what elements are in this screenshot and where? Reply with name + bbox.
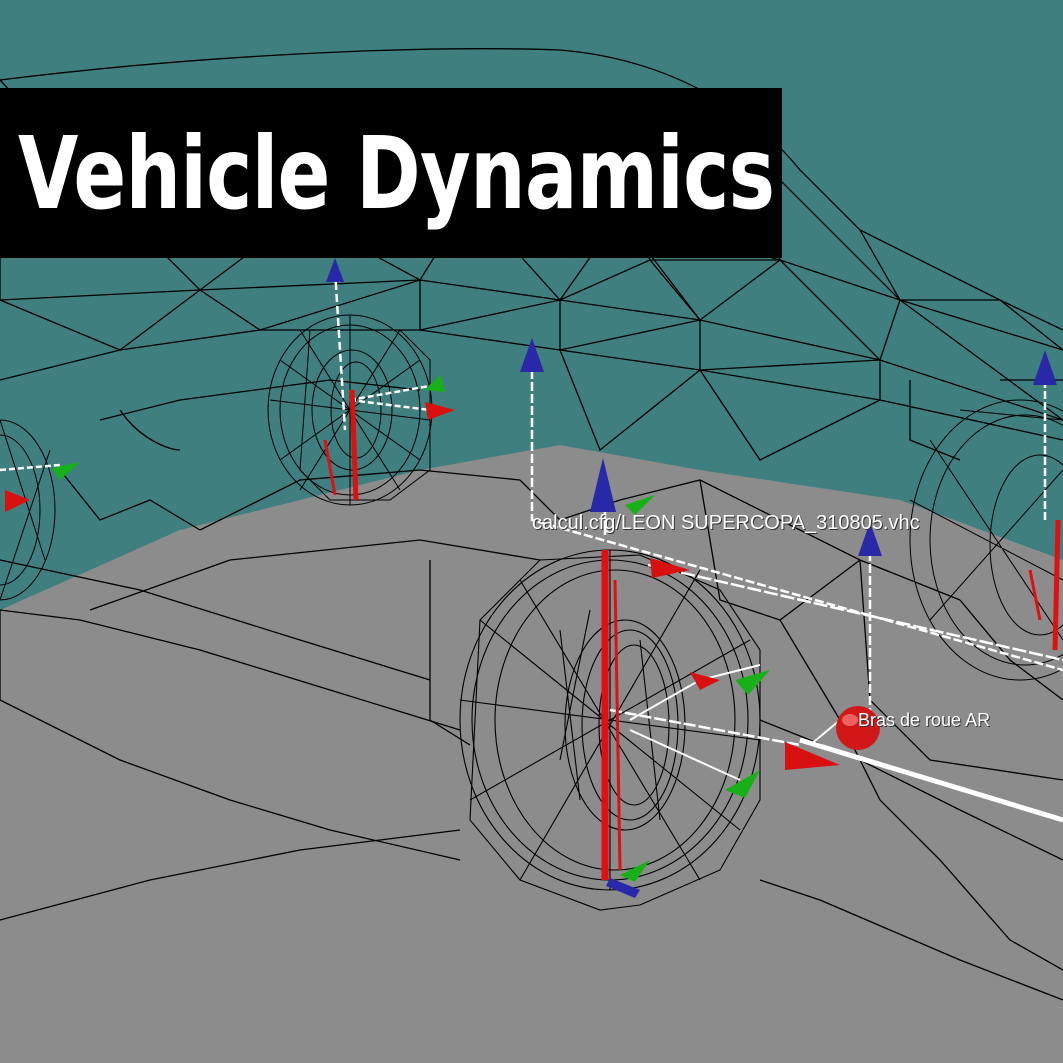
page-title: Vehicle Dynamics bbox=[18, 114, 775, 232]
title-banner: Vehicle Dynamics bbox=[0, 88, 782, 258]
y-axis-cones bbox=[52, 375, 770, 882]
suspension-links bbox=[0, 269, 1063, 823]
vehicle-file-label: calcul.cfg/LEON SUPERCOPA_310805.vhc bbox=[532, 512, 920, 534]
z-axis-cones bbox=[326, 258, 1057, 898]
point-name-label: Bras de roue AR bbox=[858, 710, 991, 730]
x-axis-markers bbox=[323, 389, 1061, 880]
selected-point-sphere[interactable] bbox=[836, 706, 880, 750]
wheel-front-left[interactable] bbox=[459, 549, 761, 911]
x-axis-cones bbox=[5, 402, 840, 770]
wheel-rear-right[interactable] bbox=[0, 419, 56, 601]
wheel-front-right[interactable] bbox=[909, 399, 1063, 681]
